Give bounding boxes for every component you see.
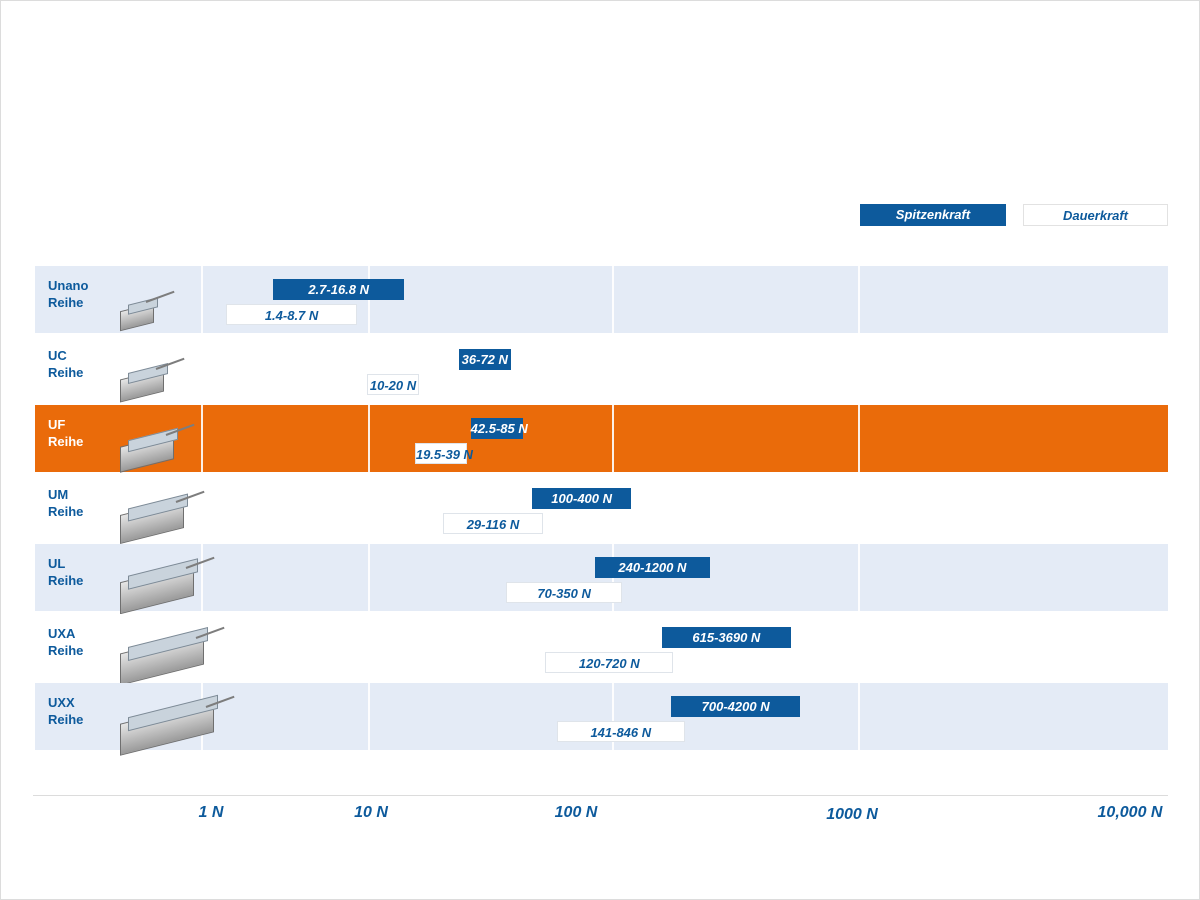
grid-line: [612, 266, 614, 333]
bar-label: 10-20 N: [369, 377, 417, 393]
grid-line: [201, 266, 203, 333]
grid-line: [201, 335, 203, 403]
chart-row: Unano Reihe: [35, 266, 1168, 333]
bar-dauerkraft: 19.5-39 N: [414, 443, 473, 464]
legend-peak: Spitzenkraft: [860, 204, 1006, 226]
legend-continuous: Dauerkraft: [1023, 204, 1168, 226]
grid-line: [201, 474, 203, 542]
grid-line: [368, 613, 370, 681]
bar-label: 42.5-85 N: [470, 421, 528, 436]
bar-label: 70-350 N: [537, 586, 591, 601]
grid-line: [858, 613, 860, 681]
bar-spitzenkraft: 42.5-85 N: [470, 418, 528, 439]
x-tick-label: 1 N: [198, 804, 224, 821]
bar-label: 700-4200 N: [701, 699, 770, 714]
grid-line: [612, 405, 614, 472]
product-image: [120, 694, 235, 756]
product-image: [120, 626, 225, 685]
grid-line: [201, 405, 203, 472]
grid-line: [612, 613, 614, 681]
bar-label: 615-3690 N: [692, 629, 761, 645]
bar-spitzenkraft: 615-3690 N: [662, 626, 791, 648]
product-image: [120, 357, 185, 402]
bar-spitzenkraft: 100-400 N: [532, 487, 632, 509]
product-image: [120, 556, 215, 615]
bar-label: 1.4-8.7 N: [264, 308, 319, 323]
bar-dauerkraft: 10-20 N: [367, 373, 419, 395]
grid-line: [858, 335, 860, 403]
grid-line: [858, 474, 860, 542]
bar-dauerkraft: 120-720 N: [545, 651, 674, 673]
grid-line: [368, 405, 370, 472]
bar-dauerkraft: 29-116 N: [443, 512, 543, 534]
bar-dauerkraft: 1.4-8.7 N: [226, 304, 358, 325]
grid-line: [858, 544, 860, 611]
row-label: UF Reihe: [48, 417, 84, 449]
bar-spitzenkraft: 700-4200 N: [671, 696, 800, 717]
bar-label: 240-1200 N: [618, 560, 687, 575]
row-label: UXX Reihe: [48, 695, 84, 727]
bar-spitzenkraft: 36-72 N: [458, 348, 511, 370]
x-axis-line: [33, 795, 1168, 796]
grid-line: [368, 683, 370, 750]
grid-line: [368, 474, 370, 542]
chart-row: UXA Reihe: [35, 613, 1168, 685]
x-tick-label: 10,000 N: [1097, 804, 1163, 821]
grid-line: [368, 544, 370, 611]
row-label: UM Reihe: [48, 486, 84, 519]
x-tick-label: 1000 N: [826, 806, 878, 823]
grid-line: [612, 335, 614, 403]
bar-label: 100-400 N: [551, 490, 613, 506]
x-tick-label: 10 N: [354, 804, 388, 821]
bar-dauerkraft: 141-846 N: [556, 721, 685, 742]
row-label: UL Reihe: [48, 556, 84, 588]
bar-label: 141-846 N: [590, 725, 652, 740]
row-label: Unano Reihe: [48, 278, 89, 310]
row-label: UC Reihe: [48, 347, 84, 380]
bar-label: 36-72 N: [461, 351, 508, 367]
product-image: [120, 290, 175, 332]
bar-spitzenkraft: 240-1200 N: [594, 557, 711, 578]
bar-dauerkraft: 70-350 N: [506, 582, 622, 603]
bar-label: 120-720 N: [578, 655, 640, 671]
chart-row: UF Reihe: [35, 405, 1168, 473]
product-image: [120, 423, 195, 473]
x-tick-label: 100 N: [554, 804, 598, 821]
bar-label: 29-116 N: [466, 516, 520, 532]
grid-line: [368, 335, 370, 403]
grid-line: [858, 405, 860, 472]
chart-row: UC Reihe: [35, 335, 1168, 403]
bar-label: 2.7-16.8 N: [308, 282, 370, 297]
bar-label: 19.5-39 N: [415, 447, 473, 462]
product-image: [120, 490, 205, 544]
grid-line: [858, 266, 860, 333]
bar-spitzenkraft: 2.7-16.8 N: [273, 279, 405, 300]
row-label: UXA Reihe: [48, 625, 84, 658]
grid-line: [201, 544, 203, 611]
grid-line: [858, 683, 860, 750]
grid-line: [612, 683, 614, 750]
